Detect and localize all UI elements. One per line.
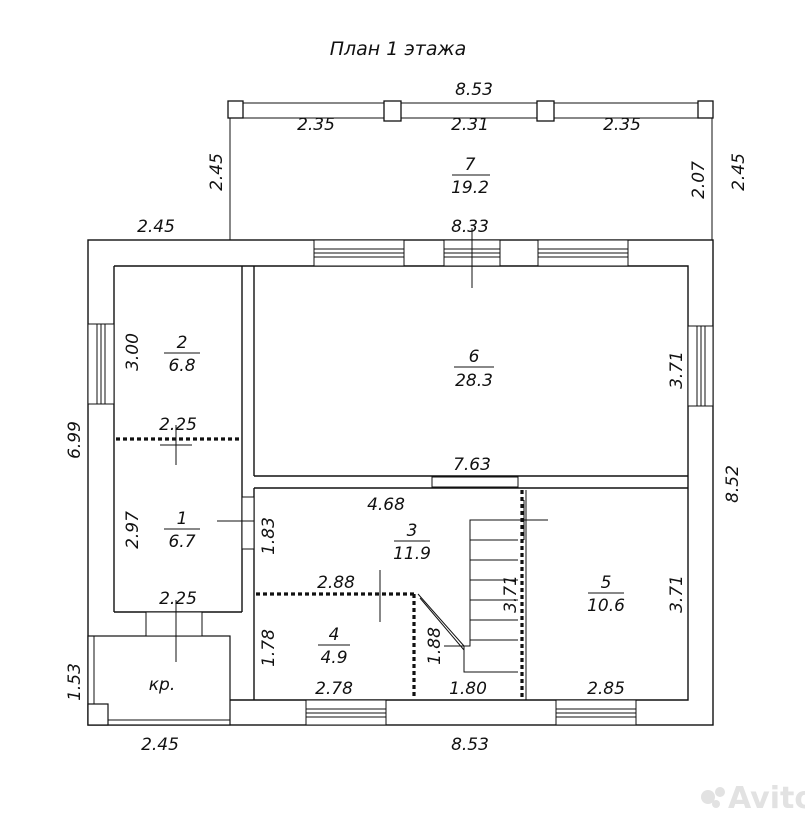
window-top-1 [313, 239, 405, 267]
terrace-post-2 [383, 100, 402, 122]
terrace-post-3 [536, 100, 555, 122]
room-3-label: 3 11.9 [393, 521, 431, 564]
dim-inner-top: 8.33 [451, 217, 489, 237]
dim-porch-height: 1.53 [65, 663, 85, 701]
avito-logo: Avito [701, 781, 805, 816]
dim-upper-left-width: 2.45 [137, 217, 175, 237]
room-number: 4 [329, 625, 340, 645]
porch-post [87, 703, 109, 726]
plan-title: План 1 этажа [330, 38, 467, 60]
dim-room4-bottom: 2.78 [315, 679, 353, 699]
room-area: 11.9 [393, 544, 431, 564]
dim-room1-height: 2.97 [123, 511, 143, 549]
dim-left-total: 6.99 [65, 421, 85, 459]
room-area: 6.8 [168, 356, 195, 376]
dim-stair-bottom: 1.80 [449, 679, 487, 699]
staircase [417, 519, 518, 673]
dim-room3-height: 1.83 [259, 517, 279, 555]
dim-terrace-height-left: 2.45 [207, 153, 227, 191]
logo-dot-icon [715, 787, 725, 797]
windows [87, 228, 714, 726]
dim-room6-height: 3.71 [667, 351, 687, 389]
window-right [687, 325, 714, 407]
entry-door [145, 611, 203, 637]
window-top-2 [443, 228, 501, 288]
stair-outline [417, 593, 518, 673]
stair-diagonal [419, 597, 465, 651]
room-area: 28.3 [455, 371, 493, 391]
dim-room4-top: 2.88 [317, 573, 355, 593]
room-area: 6.7 [168, 532, 195, 552]
logo-dot-icon [701, 790, 715, 804]
room-number: 3 [407, 521, 418, 541]
partitions [114, 266, 688, 700]
dim-porch-width: 2.45 [141, 735, 179, 755]
dim-room1-width: 2.25 [159, 589, 197, 609]
room-7-label: 7 19.2 [451, 155, 490, 198]
terrace-post-1 [227, 100, 244, 119]
window-bottom-2 [555, 699, 637, 726]
porch-outline [87, 635, 231, 726]
room-5-label: 5 10.6 [587, 573, 625, 616]
room-number: 5 [601, 573, 612, 593]
window-left [87, 323, 115, 405]
crosshair-markers [160, 425, 548, 662]
dim-room5-bottom: 2.85 [587, 679, 625, 699]
room-4-label: 4 4.9 [318, 625, 350, 668]
dim-bottom-total: 8.53 [451, 735, 489, 755]
dim-room2-height: 3.00 [123, 333, 143, 371]
dim-terrace-height-right: 2.45 [729, 153, 749, 191]
porch [87, 611, 231, 726]
dim-terrace-inner-right: 2.07 [689, 161, 709, 199]
dim-right-total: 8.52 [723, 465, 743, 503]
room-number: 6 [469, 347, 480, 367]
dim-room6-bottom: 7.63 [453, 455, 491, 475]
porch-label: кр. [149, 675, 175, 695]
watermark-text: Avito [728, 781, 805, 816]
room-area: 10.6 [587, 596, 625, 616]
logo-dot-icon [712, 800, 720, 808]
room-6-label: 6 28.3 [454, 347, 494, 391]
stair-inner [444, 519, 518, 647]
dim-room4-height: 1.78 [259, 629, 279, 667]
room1-door [241, 496, 255, 550]
window-top-3 [537, 239, 629, 267]
room-area: 4.9 [320, 648, 347, 668]
dim-room2-width: 2.25 [159, 415, 197, 435]
terrace-outline [229, 102, 713, 240]
room-2-label: 2 6.8 [164, 333, 200, 376]
dim-stair-small: 1.88 [425, 627, 445, 665]
dim-stair-height: 3.71 [501, 575, 521, 613]
window-bottom-1 [305, 699, 387, 726]
terrace [227, 100, 714, 240]
terrace-post-4 [697, 100, 714, 119]
room-area: 19.2 [451, 178, 489, 198]
room6-door [431, 476, 519, 488]
room-number: 2 [177, 333, 188, 353]
room-1-label: 1 6.7 [164, 509, 200, 552]
dim-room3-width: 4.68 [367, 495, 405, 515]
dim-terrace-seg-mid: 2.31 [451, 115, 489, 135]
dim-top-total: 8.53 [455, 80, 493, 100]
room-number: 1 [177, 509, 188, 529]
room-number: 7 [465, 155, 476, 175]
dim-room5-height: 3.71 [667, 575, 687, 613]
dim-terrace-seg-left: 2.35 [297, 115, 335, 135]
dim-terrace-seg-right: 2.35 [603, 115, 641, 135]
